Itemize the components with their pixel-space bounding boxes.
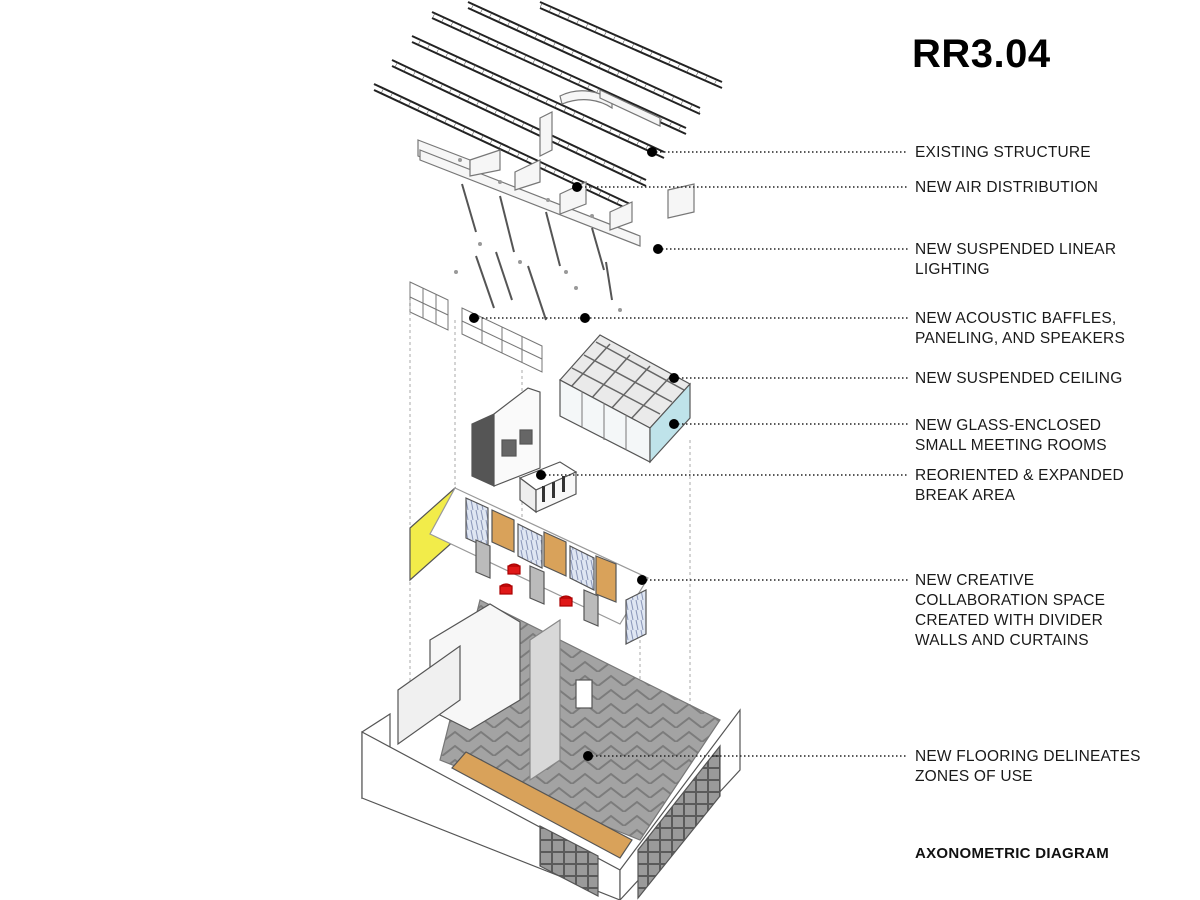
callout-label-line: LIGHTING xyxy=(915,261,990,278)
callout-label-line: EXISTING STRUCTURE xyxy=(915,144,1091,161)
leader-dot xyxy=(572,182,582,192)
callout-label-line: PANELING, AND SPEAKERS xyxy=(915,330,1125,347)
sheet-id: RR3.04 xyxy=(912,32,1051,76)
callout-label-line: NEW CREATIVE xyxy=(915,572,1035,589)
meeting-rooms xyxy=(559,334,691,464)
callout-label: EXISTING STRUCTURE xyxy=(915,143,1091,163)
callout-label-line: NEW AIR DISTRIBUTION xyxy=(915,179,1099,196)
callout-label-line: NEW SUSPENDED LINEAR xyxy=(915,241,1117,258)
leader-dot xyxy=(536,470,546,480)
callout-label: NEW SUSPENDED CEILING xyxy=(915,369,1122,389)
callout-label-line: NEW GLASS-ENCLOSED xyxy=(915,417,1102,434)
callout-label: NEW GLASS-ENCLOSED SMALL MEETING ROOMS xyxy=(915,416,1107,456)
callout-label-line: ZONES OF USE xyxy=(915,768,1033,785)
callout-label: REORIENTED & EXPANDED BREAK AREA xyxy=(915,466,1124,506)
callout-label-line: NEW FLOORING DELINEATES xyxy=(915,748,1141,765)
callout-label-line: CREATED WITH DIVIDER xyxy=(915,612,1103,629)
collaboration-space xyxy=(409,486,649,645)
linear-lighting xyxy=(461,183,613,321)
break-area xyxy=(471,387,578,514)
leader-dot xyxy=(637,575,647,585)
leader-dot xyxy=(583,751,593,761)
callout-label: NEW SUSPENDED LINEAR LIGHTING xyxy=(915,240,1116,280)
leader-dot xyxy=(653,244,663,254)
truss-webbing xyxy=(374,2,722,210)
callout-label-line: BREAK AREA xyxy=(915,487,1016,504)
air-ducts xyxy=(417,89,695,247)
leader-dot xyxy=(469,313,479,323)
callout-label: NEW AIR DISTRIBUTION xyxy=(915,178,1098,198)
callout-label: NEW CREATIVE COLLABORATION SPACE CREATED W… xyxy=(915,571,1105,651)
roof-trusses xyxy=(373,1,723,211)
callout-leaders xyxy=(469,147,908,761)
leader-dot xyxy=(580,313,590,323)
diagram-caption: AXONOMETRIC DIAGRAM xyxy=(915,845,1110,862)
acoustic-panels xyxy=(409,281,543,373)
callout-label: NEW FLOORING DELINEATES ZONES OF USE xyxy=(915,747,1141,787)
callout-label-line: REORIENTED & EXPANDED xyxy=(915,467,1124,484)
callout-label-line: SMALL MEETING ROOMS xyxy=(915,437,1107,454)
hanger-points xyxy=(454,158,622,312)
callout-label: NEW ACOUSTIC BAFFLES, PANELING, AND SPEAK… xyxy=(915,309,1125,349)
leader-dot xyxy=(669,419,679,429)
leader-dot xyxy=(647,147,657,157)
callout-label-line: WALLS AND CURTAINS xyxy=(915,632,1089,649)
callout-label-line: NEW ACOUSTIC BAFFLES, xyxy=(915,310,1117,327)
callout-label-line: COLLABORATION SPACE xyxy=(915,592,1106,609)
base-room xyxy=(361,599,741,900)
leader-dot xyxy=(669,373,679,383)
callout-label-line: NEW SUSPENDED CEILING xyxy=(915,370,1123,387)
